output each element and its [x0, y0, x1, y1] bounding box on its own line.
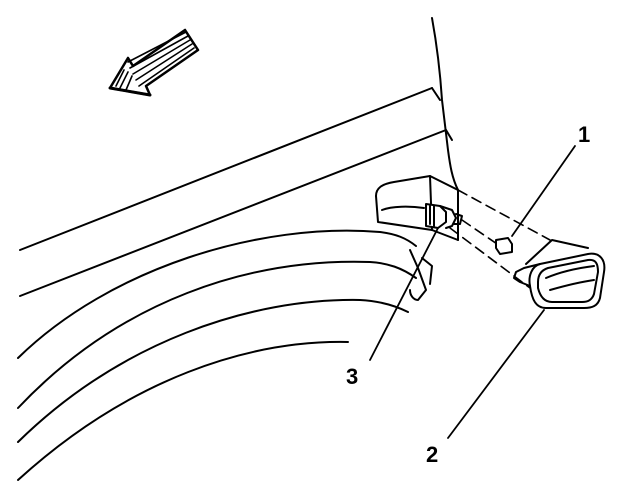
side-marker-lamp	[513, 239, 606, 309]
leader-lines	[369, 145, 576, 439]
retaining-tab	[495, 237, 513, 255]
callout-3-label: 3	[346, 364, 358, 389]
mounting-pocket	[375, 175, 459, 301]
callout-2-label: 2	[426, 442, 438, 467]
fender-panel	[19, 17, 459, 297]
callout-1-label: 1	[578, 122, 590, 147]
wheel-opening-arches	[17, 229, 417, 481]
forward-direction-arrow-icon	[108, 28, 200, 97]
alignment-guides	[449, 189, 551, 289]
bulb-socket	[425, 203, 463, 229]
